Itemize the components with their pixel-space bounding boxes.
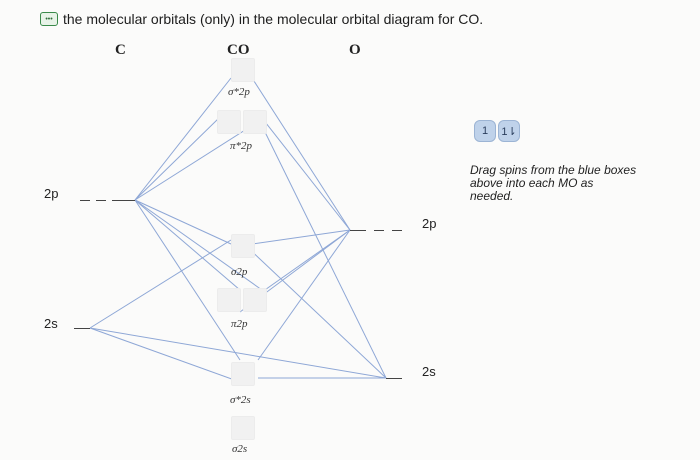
link-line	[263, 129, 387, 379]
link-line	[251, 229, 351, 245]
link-line	[257, 229, 351, 361]
link-line	[134, 199, 241, 361]
mo-box-pi-star-2p-b[interactable]	[243, 110, 267, 134]
carbon-2p-slot[interactable]	[80, 200, 90, 201]
mo-label-pi-star-2p: π*2p	[230, 140, 253, 152]
link-line	[134, 117, 220, 201]
mo-label-sigma-2p: σ2p	[231, 266, 248, 278]
mo-box-sigma-star-2p[interactable]	[231, 58, 255, 82]
spin-pair-chip[interactable]: 1⇂	[498, 120, 520, 142]
oxygen-2p-slot[interactable]	[392, 230, 402, 231]
carbon-2s-slot[interactable]	[74, 328, 90, 329]
link-line	[134, 199, 263, 291]
oxygen-2p-label: 2p	[422, 216, 437, 231]
link-line	[251, 77, 351, 231]
link-line	[89, 327, 241, 383]
mo-box-pi-2p-b[interactable]	[243, 288, 267, 312]
mo-box-sigma-2p[interactable]	[231, 234, 255, 258]
link-line	[89, 239, 232, 329]
oxygen-2p-slot[interactable]	[350, 230, 366, 231]
oxygen-2s-slot[interactable]	[386, 378, 402, 379]
mo-box-sigma-star-2s[interactable]	[231, 362, 255, 386]
molecule-header: CO	[227, 42, 250, 58]
link-line	[134, 117, 265, 201]
link-line	[134, 199, 241, 291]
oxygen-2p-slot[interactable]	[374, 230, 384, 231]
mo-box-sigma-2s[interactable]	[231, 416, 255, 440]
link-line	[243, 243, 387, 379]
carbon-2p-slot[interactable]	[96, 200, 106, 201]
instruction-bar: ••• the molecular orbitals (only) in the…	[40, 8, 483, 30]
mo-label-sigma-star-2p: σ*2p	[228, 86, 250, 98]
mo-box-pi-star-2p-a[interactable]	[217, 110, 241, 134]
oxygen-header: O	[349, 42, 361, 58]
link-line	[261, 117, 351, 231]
oxygen-2s-label: 2s	[422, 364, 436, 379]
instruction-text: the molecular orbitals (only) in the mol…	[63, 11, 484, 27]
link-line	[89, 327, 387, 379]
drag-hint-text: Drag spins from the blue boxes above int…	[470, 163, 637, 203]
link-line	[134, 199, 232, 245]
mo-label-sigma-2s: σ2s	[232, 443, 248, 455]
link-line	[134, 77, 232, 201]
carbon-2s-label: 2s	[44, 316, 58, 331]
mo-label-pi-2p: π2p	[231, 318, 248, 330]
mo-box-pi-2p-a[interactable]	[217, 288, 241, 312]
carbon-2p-label: 2p	[44, 186, 59, 201]
mo-label-sigma-star-2s: σ*2s	[230, 394, 251, 406]
speech-bubble-icon[interactable]: •••	[40, 12, 58, 26]
carbon-header: C	[115, 42, 126, 58]
carbon-2p-slot[interactable]	[112, 200, 135, 201]
spin-single-chip[interactable]: 1	[474, 120, 496, 142]
